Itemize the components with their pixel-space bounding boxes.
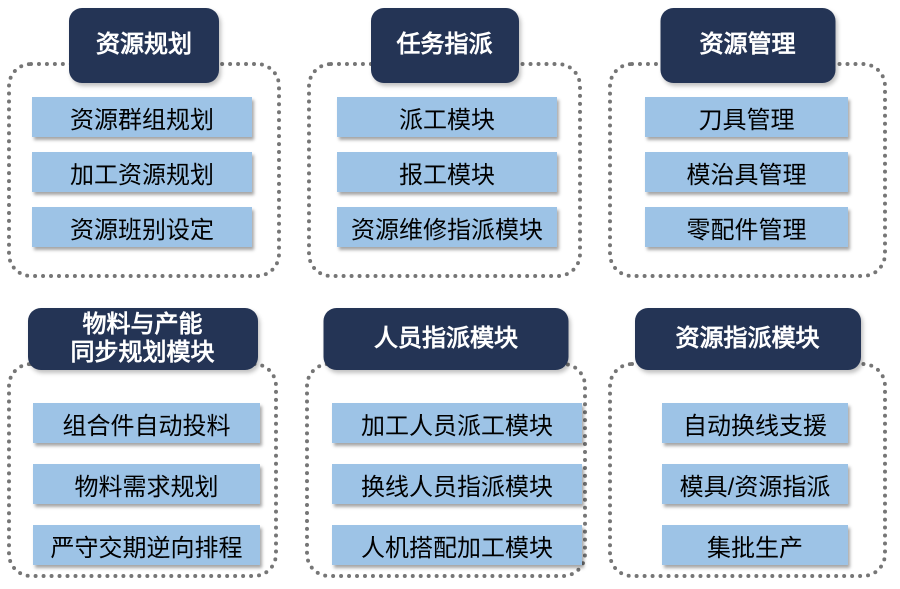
group-header: 物料与产能 同步规划模块 [27, 308, 258, 370]
module-item: 资源班别设定 [32, 207, 252, 247]
group-header: 资源管理 [660, 8, 835, 83]
module-item: 派工模块 [337, 97, 557, 137]
module-item: 零配件管理 [645, 207, 848, 247]
module-list: 自动换线支援 模具/资源指派 集批生产 [662, 403, 848, 565]
module-item: 集批生产 [662, 525, 848, 565]
module-item: 资源群组规划 [32, 97, 252, 137]
module-item: 加工资源规划 [32, 152, 252, 192]
group-header: 资源指派模块 [634, 308, 861, 370]
module-item: 刀具管理 [645, 97, 848, 137]
group-resource-assignment: 资源指派模块 自动换线支援 模具/资源指派 集批生产 [608, 308, 887, 578]
group-task-assignment: 任务指派 派工模块 报工模块 资源维修指派模块 [307, 8, 582, 278]
module-item: 自动换线支援 [662, 403, 848, 443]
module-list: 刀具管理 模治具管理 零配件管理 [645, 97, 848, 247]
group-title: 人员指派模块 [374, 324, 518, 352]
module-item: 人机搭配加工模块 [332, 525, 582, 565]
group-title: 资源管理 [699, 31, 796, 59]
module-item: 报工模块 [337, 152, 557, 192]
module-item: 物料需求规划 [33, 464, 260, 504]
module-item: 资源维修指派模块 [337, 207, 557, 247]
module-item: 组合件自动投料 [33, 403, 260, 443]
group-personnel-assignment: 人员指派模块 加工人员派工模块 换线人员指派模块 人机搭配加工模块 [305, 308, 587, 578]
group-title-line2: 同步规划模块 [70, 339, 215, 366]
group-title: 资源规划 [96, 31, 192, 59]
group-resource-planning: 资源规划 资源群组规划 加工资源规划 资源班别设定 [7, 8, 281, 278]
group-title: 物料与产能 [82, 310, 203, 338]
module-item: 模治具管理 [645, 152, 848, 192]
group-header: 任务指派 [370, 8, 519, 83]
group-header: 人员指派模块 [323, 308, 569, 370]
module-list: 资源群组规划 加工资源规划 资源班别设定 [32, 97, 252, 247]
module-item: 加工人员派工模块 [332, 403, 582, 443]
module-item: 换线人员指派模块 [332, 464, 582, 504]
module-list: 加工人员派工模块 换线人员指派模块 人机搭配加工模块 [332, 403, 582, 565]
module-list: 派工模块 报工模块 资源维修指派模块 [337, 97, 557, 247]
group-title: 资源指派模块 [675, 324, 820, 352]
group-resource-management: 资源管理 刀具管理 模治具管理 零配件管理 [608, 8, 887, 278]
module-item: 模具/资源指派 [662, 464, 848, 504]
group-title: 任务指派 [396, 31, 493, 59]
module-item: 严守交期逆向排程 [33, 525, 260, 565]
group-material-capacity-sync-planning: 物料与产能 同步规划模块 组合件自动投料 物料需求规划 严守交期逆向排程 [7, 308, 278, 578]
module-list: 组合件自动投料 物料需求规划 严守交期逆向排程 [33, 403, 260, 565]
group-header: 资源规划 [69, 8, 219, 83]
